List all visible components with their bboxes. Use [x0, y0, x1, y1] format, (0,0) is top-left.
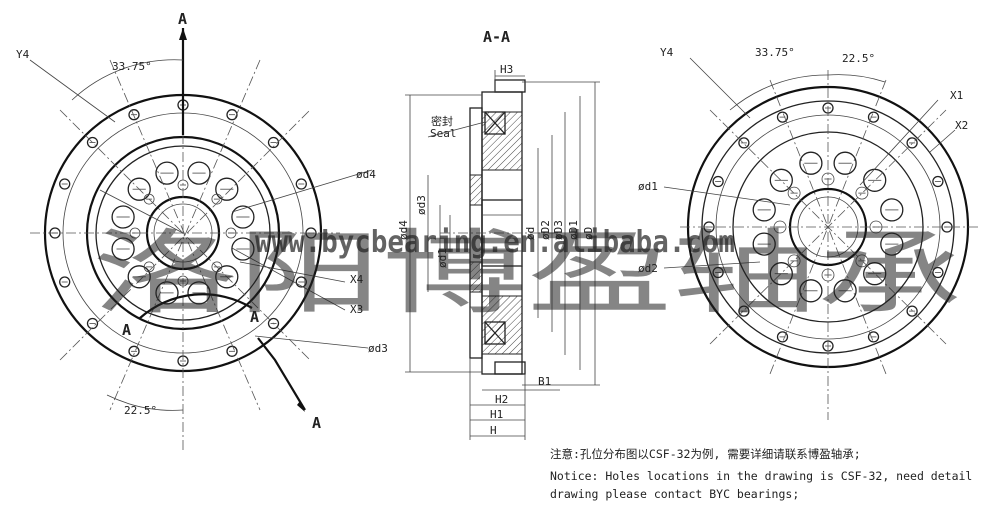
- outer-bolt-hole: [59, 276, 71, 288]
- inner-bolt-hole: [111, 205, 135, 229]
- outer-bolt-holes: [49, 99, 317, 367]
- section-mark-a-left: A: [122, 321, 131, 339]
- outer-bolt-hole: [712, 175, 724, 188]
- outer-bolt-hole: [776, 111, 789, 123]
- middle-hole: [855, 254, 869, 268]
- dim-h: H: [490, 424, 497, 437]
- section-mark-a-bottom: A: [312, 414, 321, 432]
- middle-hole: [787, 254, 801, 268]
- right-front-view: [663, 57, 980, 420]
- dim-d3-section: ød3: [415, 195, 428, 215]
- watermark-chinese: 洛阳博盈轴承: [92, 220, 962, 327]
- small-hole: [211, 261, 223, 273]
- seal-en-label: Seal: [430, 127, 457, 140]
- angle-22-5-right: 22.5°: [842, 52, 875, 65]
- outer-bolt-hole: [128, 109, 140, 121]
- angle-33-75-right: 33.75°: [755, 46, 795, 59]
- outer-bolt-hole: [295, 276, 307, 288]
- label-x2-right: X2: [955, 119, 968, 132]
- label-d3-left: ød3: [368, 342, 388, 355]
- outer-bolt-hole: [867, 331, 880, 343]
- inner-bolt-hole: [752, 232, 776, 256]
- label-d1-right: ød1: [638, 180, 658, 193]
- outer-bolt-hole: [932, 266, 944, 279]
- outer-bolt-hole: [932, 175, 944, 188]
- inner-bolt-hole: [833, 151, 857, 175]
- dim-d4-section: ød4: [397, 220, 410, 240]
- dim-h3: H3: [500, 63, 513, 76]
- section-mark-a-right: A: [250, 308, 259, 326]
- inner-bolt-hole: [127, 265, 151, 289]
- notice-english-line1: Notice: Holes locations in the drawing i…: [550, 469, 973, 483]
- label-x3-left: X3: [350, 303, 363, 316]
- outer-bolt-hole: [906, 137, 918, 149]
- outer-bolt-hole: [906, 305, 918, 317]
- angle-22-5-left: 22.5°: [124, 404, 157, 417]
- inner-bolt-hole: [769, 168, 793, 192]
- inner-bolt-hole: [880, 198, 904, 222]
- dim-d-section: ød: [524, 227, 537, 240]
- inner-bolt-hole: [880, 232, 904, 256]
- dim-D3-section: øD3: [552, 220, 565, 240]
- inner-bolt-hole: [863, 262, 887, 286]
- dim-h2: H2: [495, 393, 508, 406]
- left-front-view: [29, 28, 373, 450]
- inner-bolt-hole: [215, 177, 239, 201]
- outer-bolt-hole: [738, 305, 750, 317]
- watermark-url: www.bycbearing.en.alibaba.com: [255, 225, 735, 260]
- middle-hole: [855, 186, 869, 200]
- dim-D-section: øD: [582, 227, 595, 240]
- dim-d1-section: ød1: [436, 248, 449, 268]
- inner-bolt-hole: [215, 265, 239, 289]
- inner-bolt-hole: [799, 151, 823, 175]
- label-x4-left: X4: [350, 273, 364, 286]
- outer-bolt-hole: [867, 111, 880, 123]
- outer-bolt-hole: [267, 317, 280, 330]
- inner-bolt-hole: [799, 279, 823, 303]
- label-x1-right: X1: [950, 89, 963, 102]
- outer-bolt-hole: [86, 317, 99, 330]
- notice-chinese: 注意:孔位分布图以CSF-32为例, 需要详细请联系博盈轴承;: [550, 447, 861, 461]
- inner-bolt-hole: [187, 161, 211, 185]
- label-y4-left: Y4: [16, 48, 30, 61]
- notice-english-line2: drawing please contact BYC bearings;: [550, 487, 800, 501]
- inner-bolt-hole: [752, 198, 776, 222]
- outer-bolt-hole: [59, 178, 71, 190]
- label-y4-right: Y4: [660, 46, 674, 59]
- outer-bolt-hole: [226, 109, 238, 121]
- inner-bolt-hole: [127, 177, 151, 201]
- label-d4-left: ød4: [356, 168, 376, 181]
- section-view: [405, 70, 600, 440]
- watermark: 洛阳博盈轴承 www.bycbearing.en.alibaba.com: [92, 220, 962, 327]
- section-title: A-A: [483, 28, 510, 46]
- outer-bolt-hole: [86, 136, 99, 149]
- inner-bolt-hole: [231, 205, 255, 229]
- dim-D2-section: øD2: [539, 220, 552, 240]
- small-hole: [211, 193, 223, 205]
- seal-cn-label: 密封: [431, 114, 453, 128]
- dim-h1: H1: [490, 408, 503, 421]
- outer-bolt-hole: [712, 266, 724, 279]
- outer-bolt-hole: [295, 178, 307, 190]
- inner-bolt-hole: [111, 237, 135, 261]
- section-mark-a-top: A: [178, 10, 187, 28]
- angle-33-75-left: 33.75°: [112, 60, 152, 73]
- outer-bolt-hole: [226, 345, 238, 357]
- outer-bolt-hole: [776, 331, 789, 343]
- small-hole: [143, 261, 155, 273]
- label-d2-right: ød2: [638, 262, 658, 275]
- outer-bolt-hole: [738, 137, 750, 149]
- inner-bolt-hole: [833, 279, 857, 303]
- dim-D1-section: øD1: [567, 220, 580, 240]
- outer-bolt-hole: [267, 136, 280, 149]
- inner-bolt-hole: [231, 237, 255, 261]
- small-hole: [143, 193, 155, 205]
- inner-bolt-hole: [155, 281, 179, 305]
- outer-bolt-hole: [128, 345, 140, 357]
- inner-bolt-hole: [769, 262, 793, 286]
- dim-b1: B1: [538, 375, 551, 388]
- inner-bolt-hole: [155, 161, 179, 185]
- middle-hole: [787, 186, 801, 200]
